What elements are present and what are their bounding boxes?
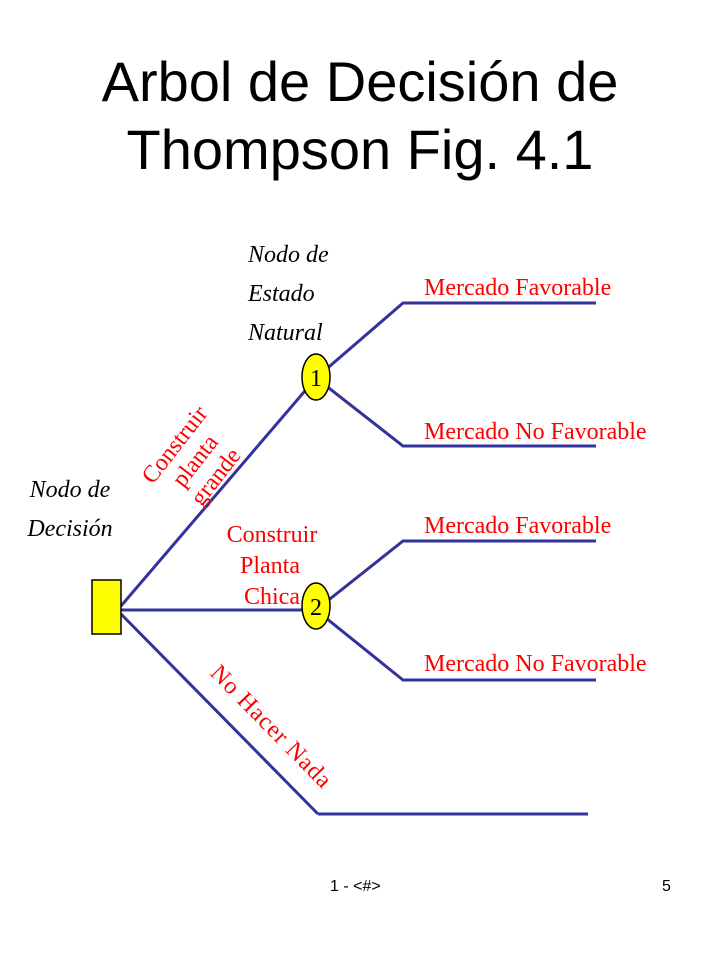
outcome-label-1: Mercado Favorable — [424, 275, 611, 301]
branch-small-line-2: Planta — [240, 553, 300, 579]
state-node-1-label: 1 — [310, 366, 322, 392]
title-line-1: Arbol de Decisión de — [101, 50, 619, 113]
outcome-label-4: Mercado No Favorable — [424, 651, 647, 677]
branch-small-line-3: Chica — [244, 584, 300, 610]
state-node-1 — [301, 353, 331, 401]
outcome-label-3: Mercado Favorable — [424, 513, 611, 539]
decision-node — [91, 579, 122, 635]
outcome-line-1 — [315, 301, 596, 380]
state-node-2-label: 2 — [310, 595, 322, 621]
decision-node-caption-line-1: Nodo de — [29, 477, 111, 503]
title-line-2: Thompson Fig. 4.1 — [126, 118, 594, 181]
decision-node-caption-line-2: Decisión — [26, 516, 112, 542]
state-node-caption-line-2: Estado — [247, 281, 315, 307]
branch-line-nothing — [119, 612, 320, 816]
state-node-2 — [301, 582, 331, 630]
branch-nothing-label: No Hacer Nada — [205, 660, 337, 794]
footer-page-number: 5 — [662, 878, 671, 895]
branch-small-line-1: Construir — [227, 522, 318, 548]
state-node-caption-line-1: Nodo de — [247, 242, 329, 268]
slide-title: Arbol de Decisión de Thompson Fig. 4.1 — [0, 48, 720, 184]
outcome-line-4 — [315, 608, 596, 682]
outcome-line-3 — [315, 539, 596, 612]
state-node-caption-line-3: Natural — [247, 320, 323, 346]
outcome-line-2 — [315, 376, 596, 448]
outcome-label-2: Mercado No Favorable — [424, 419, 647, 445]
footer-slide-number: 1 - <#> — [330, 878, 381, 895]
branch-line-large — [119, 377, 318, 607]
